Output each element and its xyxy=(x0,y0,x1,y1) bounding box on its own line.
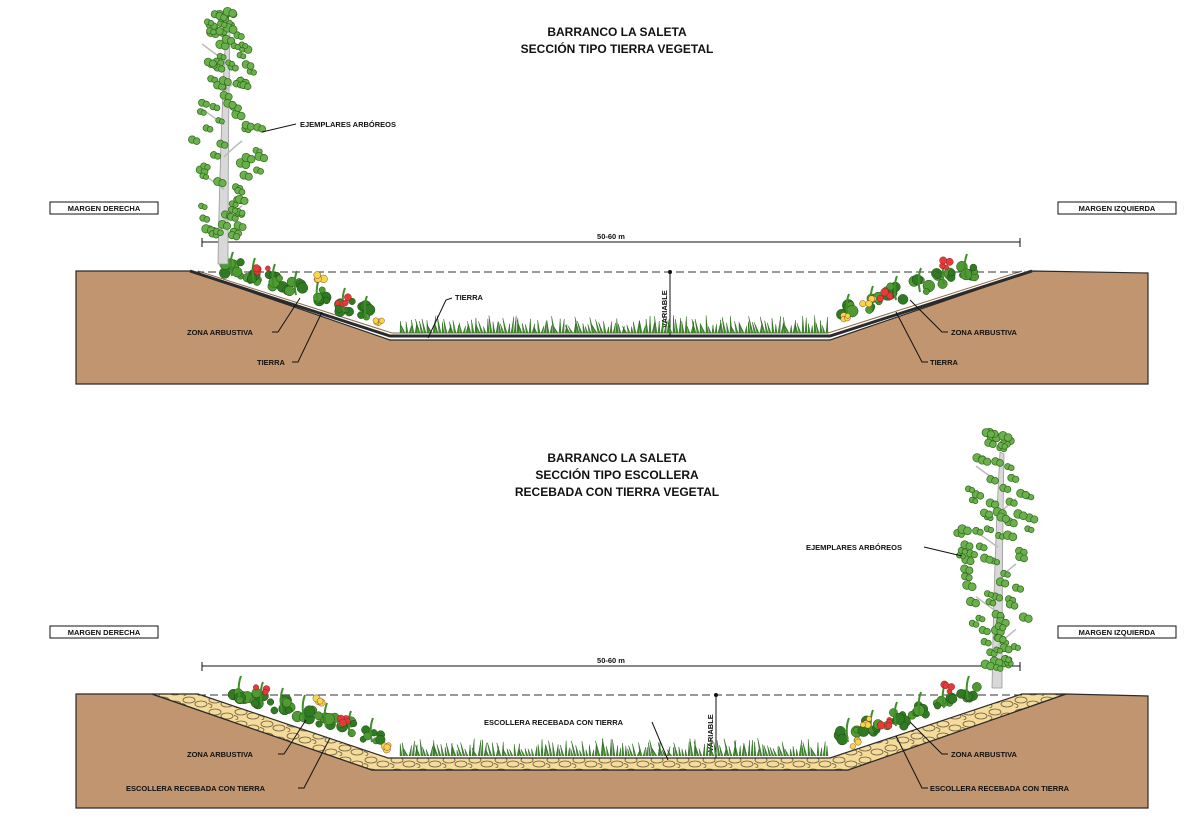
section1-width-dimension: 50-60 m xyxy=(201,232,1021,247)
section2-bed-grass xyxy=(399,738,829,757)
section2-bed-label: ESCOLLERA RECEBADA CON TIERRA xyxy=(484,718,624,727)
section1-left-slope-label: TIERRA xyxy=(257,358,286,367)
section1-variable-label: VARIABLE xyxy=(660,290,669,328)
section2-margin-left-box: MARGEN DERECHA xyxy=(49,625,159,639)
section2-variable-label: VARIABLE xyxy=(706,714,715,752)
section1-margin-left-label: MARGEN DERECHA xyxy=(68,204,141,213)
section2-tree-label-group: EJEMPLARES ARBÓREOS xyxy=(806,543,963,557)
section2-margin-right-box: MARGEN IZQUIERDA xyxy=(1057,625,1177,639)
section-tierra-vegetal: BARRANCO LA SALETA SECCIÓN TIPO TIERRA V… xyxy=(49,6,1177,385)
section2-margin-right-label: MARGEN IZQUIERDA xyxy=(1079,628,1156,637)
section2-left-shrub-label: ZONA ARBUSTIVA xyxy=(187,750,254,759)
section1-variable-dimension: VARIABLE xyxy=(660,270,672,336)
section2-margin-left-label: MARGEN DERECHA xyxy=(68,628,141,637)
section1-margin-left-box: MARGEN DERECHA xyxy=(49,201,159,215)
section2-left-shrub-label-group: ZONA ARBUSTIVA xyxy=(187,719,307,759)
section1-right-shrub-label-group: ZONA ARBUSTIVA xyxy=(909,299,1018,337)
section1-title-line1: BARRANCO LA SALETA xyxy=(547,25,687,39)
section1-left-shrub-label-group: ZONA ARBUSTIVA xyxy=(187,297,301,337)
section2-width-dimension: 50-60 m xyxy=(201,656,1021,671)
section1-right-shrub-label: ZONA ARBUSTIVA xyxy=(951,328,1018,337)
section2-left-shrubs xyxy=(227,675,386,745)
section2-title-line1: BARRANCO LA SALETA xyxy=(547,451,687,465)
section1-tree xyxy=(188,6,269,265)
section1-bed-grass xyxy=(399,315,829,334)
section1-right-slope-label-group: TIERRA xyxy=(895,311,959,367)
section1-right-flowers xyxy=(840,256,954,323)
section2-right-slope-label: ESCOLLERA RECEBADA CON TIERRA xyxy=(930,784,1070,793)
section1-left-flowers xyxy=(252,264,385,326)
section2-bed-label-group: ESCOLLERA RECEBADA CON TIERRA xyxy=(484,718,669,761)
section1-topsoil-layer xyxy=(189,269,1033,338)
section1-tree-label: EJEMPLARES ARBÓREOS xyxy=(300,120,396,129)
section1-margin-right-label: MARGEN IZQUIERDA xyxy=(1079,204,1156,213)
section1-width-label: 50-60 m xyxy=(597,232,625,241)
section2-right-flowers xyxy=(849,680,955,750)
section2-tree-label: EJEMPLARES ARBÓREOS xyxy=(806,543,902,552)
section2-rock-layer xyxy=(151,693,1067,771)
section1-title-line2: SECCIÓN TIPO TIERRA VEGETAL xyxy=(521,41,714,56)
section2-tree xyxy=(953,427,1039,689)
section1-right-slope-label: TIERRA xyxy=(930,358,959,367)
section1-bed-label: TIERRA xyxy=(455,293,484,302)
section1-tree-label-group: EJEMPLARES ARBÓREOS xyxy=(261,120,396,133)
section1-left-shrub-label: ZONA ARBUSTIVA xyxy=(187,328,254,337)
section1-margin-right-box: MARGEN IZQUIERDA xyxy=(1057,201,1177,215)
section-escollera: BARRANCO LA SALETA SECCIÓN TIPO ESCOLLER… xyxy=(49,427,1177,809)
section2-title-line2: SECCIÓN TIPO ESCOLLERA xyxy=(535,467,699,482)
section2-right-shrub-label-group: ZONA ARBUSTIVA xyxy=(909,721,1018,759)
section2-right-shrub-label: ZONA ARBUSTIVA xyxy=(951,750,1018,759)
section2-variable-dimension: VARIABLE xyxy=(706,693,718,758)
section2-left-slope-label: ESCOLLERA RECEBADA CON TIERRA xyxy=(126,784,266,793)
section2-left-flowers xyxy=(253,684,392,754)
section2-width-label: 50-60 m xyxy=(597,656,625,665)
section2-title-line3: RECEBADA CON TIERRA VEGETAL xyxy=(515,485,719,499)
section2-left-slope-label-group: ESCOLLERA RECEBADA CON TIERRA xyxy=(126,737,331,793)
section1-bed-label-group: TIERRA xyxy=(427,293,484,339)
section1-left-slope-label-group: TIERRA xyxy=(257,311,323,367)
section2-right-slope-label-group: ESCOLLERA RECEBADA CON TIERRA xyxy=(895,735,1070,793)
